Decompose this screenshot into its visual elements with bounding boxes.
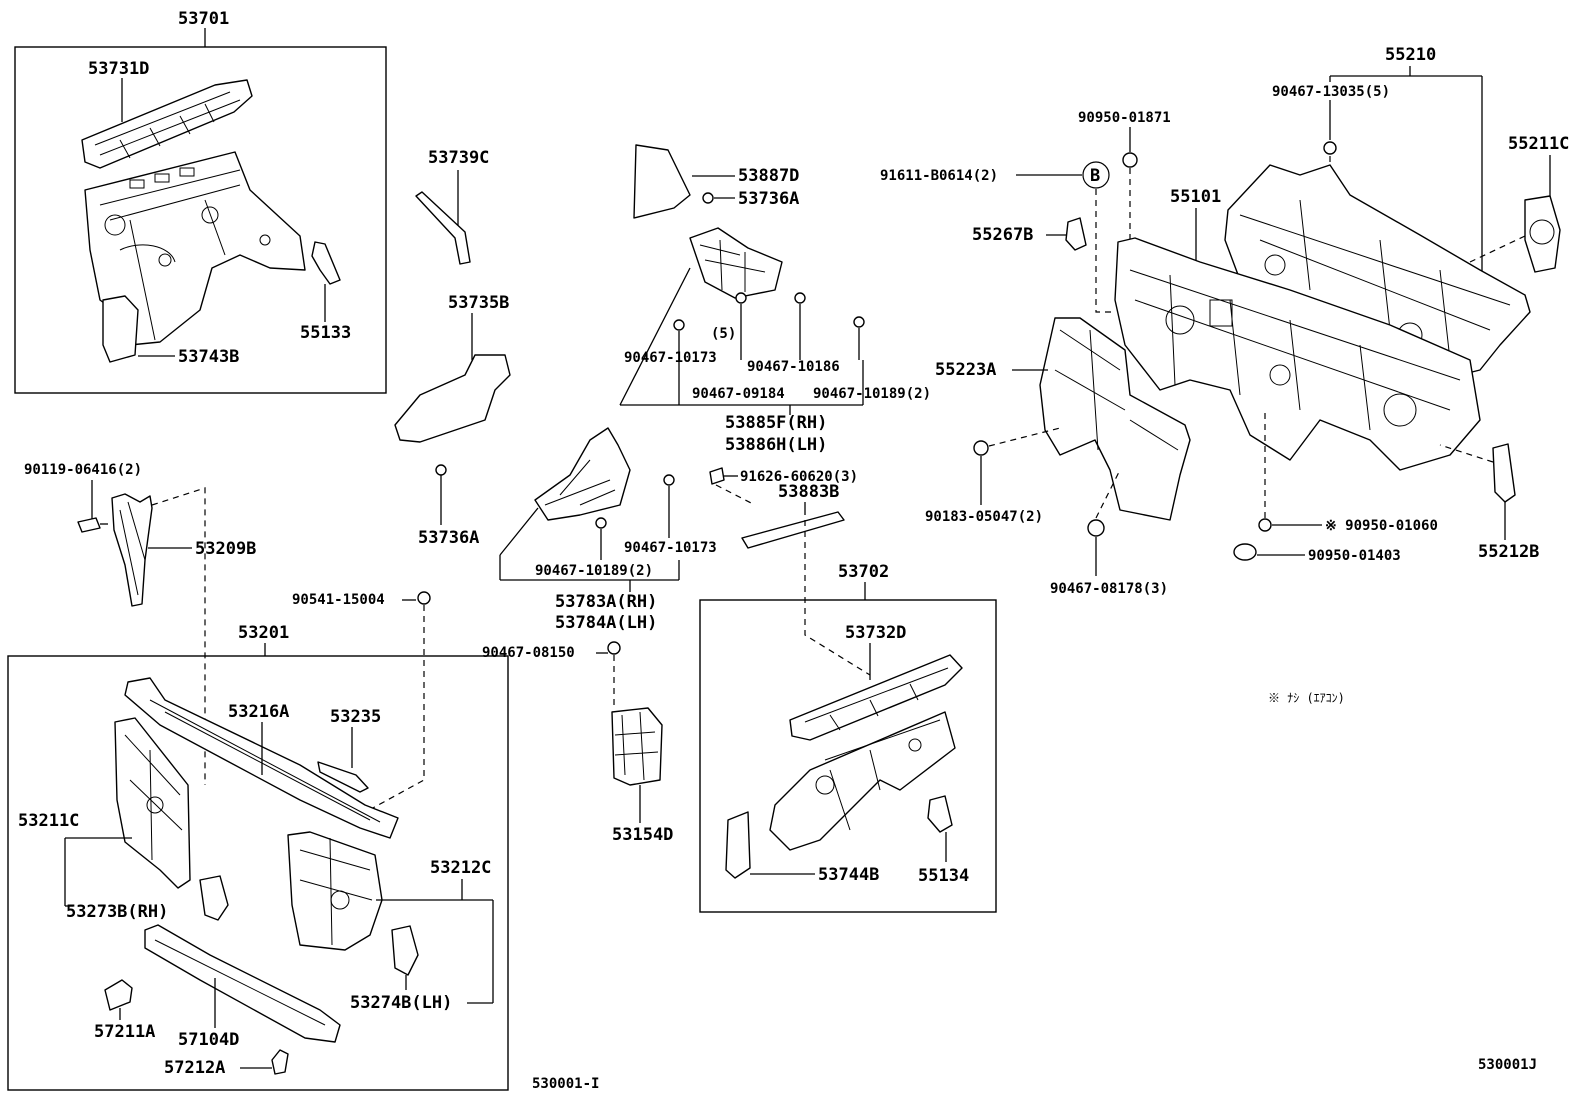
- part-53209B-brace: [111, 493, 153, 607]
- label-qty-5: (5): [711, 326, 736, 342]
- label-55133: 55133: [300, 323, 351, 343]
- part-53743B-bracket: [102, 295, 139, 363]
- label-55101: 55101: [1170, 187, 1221, 207]
- part-53883B-seal: [741, 511, 845, 549]
- label-90467-08178-3: 90467-08178(3): [1050, 581, 1168, 597]
- part-53744B-bracket: [725, 811, 751, 879]
- part-55223A-insulator: [1039, 317, 1191, 521]
- label-90950-01060: ※ 90950-01060: [1325, 518, 1438, 534]
- callout-B-letter: B: [1090, 166, 1100, 186]
- label-90467-10186: 90467-10186: [747, 359, 840, 375]
- label-90950-01871: 90950-01871: [1078, 110, 1171, 126]
- diagram-code-right: 530001J: [1478, 1057, 1537, 1073]
- label-53735B: 53735B: [448, 293, 509, 313]
- part-53274B-bracket: [391, 925, 419, 976]
- part-dash-panel: [84, 151, 306, 346]
- label-90183-05047-2: 90183-05047(2): [925, 509, 1043, 525]
- part-53783A-bracket: [534, 427, 631, 521]
- group-box-53201: [7, 655, 509, 1091]
- label-55210: 55210: [1385, 45, 1436, 65]
- label-53235: 53235: [330, 707, 381, 727]
- part-55134-bracket: [927, 795, 953, 833]
- label-91611-B0614-2: 91611-B0614(2): [880, 168, 998, 184]
- label-90467-10189-2-b: 90467-10189(2): [535, 563, 653, 579]
- part-cowl-top-panel: [81, 79, 253, 169]
- part-55101-dash-panel: [1114, 237, 1481, 471]
- callout-circle-B: [1082, 161, 1110, 189]
- clip-53736A-left: [435, 464, 447, 525]
- label-90467-09184: 90467-09184: [692, 386, 785, 402]
- label-90467-08150: 90467-08150: [482, 645, 575, 661]
- label-53886H-LH: 53886H(LH): [725, 435, 827, 455]
- label-53209B: 53209B: [195, 539, 256, 559]
- part-53212C-side-panel: [287, 831, 383, 951]
- part-53702-dash-panel: [769, 711, 956, 851]
- label-53212C: 53212C: [430, 858, 491, 878]
- label-53216A: 53216A: [228, 702, 289, 722]
- label-53744B: 53744B: [818, 865, 879, 885]
- part-53887D-seal: [633, 144, 691, 219]
- label-53736A-left: 53736A: [418, 528, 479, 548]
- label-53732D: 53732D: [845, 623, 906, 643]
- label-53702: 53702: [838, 562, 889, 582]
- part-53732D-cowl-top-panel: [789, 654, 963, 741]
- label-53887D: 53887D: [738, 166, 799, 186]
- label-53784A-LH: 53784A(LH): [555, 613, 657, 633]
- label-53154D: 53154D: [612, 825, 673, 845]
- label-57104D: 57104D: [178, 1030, 239, 1050]
- label-53885F-RH: 53885F(RH): [725, 413, 827, 433]
- group-box-53701: [14, 46, 387, 394]
- label-55223A: 55223A: [935, 360, 996, 380]
- part-53273B-bracket: [199, 875, 229, 921]
- part-55212B-bracket: [1492, 443, 1516, 503]
- part-53211C-side-panel: [114, 717, 191, 889]
- part-57104D-lower-support: [144, 924, 341, 1043]
- clip-53736A-right: [702, 192, 714, 204]
- label-55134: 55134: [918, 866, 969, 886]
- part-57211A-bracket: [104, 979, 133, 1011]
- label-53736A-right: 53736A: [738, 189, 799, 209]
- label-90950-01403: 90950-01403: [1308, 548, 1401, 564]
- part-55133-bracket: [311, 241, 341, 285]
- label-90467-13035-5: 90467-13035(5): [1272, 84, 1390, 100]
- plug-90950-01403: [1233, 543, 1257, 561]
- label-57212A: 57212A: [164, 1058, 225, 1078]
- part-53735B-seal: [394, 354, 511, 443]
- part-55267B-bracket: [1065, 217, 1087, 251]
- diagram-code-left: 530001-I: [532, 1076, 599, 1092]
- label-53783A-RH: 53783A(RH): [555, 592, 657, 612]
- label-53274B-LH: 53274B(LH): [350, 993, 452, 1013]
- part-57212A-bracket: [271, 1049, 289, 1075]
- label-90467-10173-b: 90467-10173: [624, 540, 717, 556]
- label-53201: 53201: [238, 623, 289, 643]
- label-90467-10189-2-a: 90467-10189(2): [813, 386, 931, 402]
- label-53211C: 53211C: [18, 811, 79, 831]
- part-55211C-bracket: [1524, 195, 1561, 273]
- label-90119-06416-2: 90119-06416(2): [24, 462, 142, 478]
- label-55267B: 55267B: [972, 225, 1033, 245]
- label-53883B: 53883B: [778, 482, 839, 502]
- note-no-aircon: ※ ﾅｼ (ｴｱｺﾝ): [1268, 691, 1345, 705]
- part-53739C-seal: [415, 191, 471, 265]
- group-box-53702: [699, 599, 997, 913]
- label-55211C: 55211C: [1508, 134, 1569, 154]
- label-55212B: 55212B: [1478, 542, 1539, 562]
- part-53235-bracket: [317, 761, 369, 793]
- label-53731D: 53731D: [88, 59, 149, 79]
- label-90467-10173-a: 90467-10173: [624, 350, 717, 366]
- label-91626-60620-3: 91626-60620(3): [740, 469, 858, 485]
- label-53743B: 53743B: [178, 347, 239, 367]
- label-53701: 53701: [178, 9, 229, 29]
- part-53154D-bracket: [611, 707, 663, 786]
- label-53739C: 53739C: [428, 148, 489, 168]
- part-53885F-bracket: [689, 227, 783, 299]
- label-57211A: 57211A: [94, 1022, 155, 1042]
- label-53273B-RH: 53273B(RH): [66, 902, 168, 922]
- label-90541-15004: 90541-15004: [292, 592, 385, 608]
